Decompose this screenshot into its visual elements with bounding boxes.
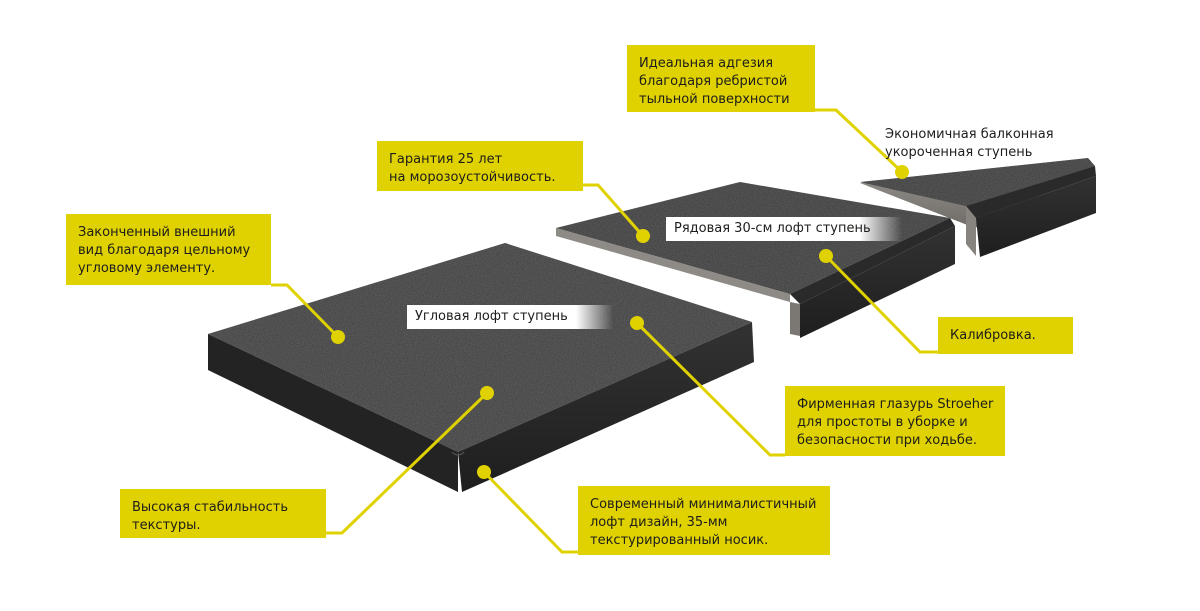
dot-frost	[636, 229, 650, 243]
callout-frost: Гарантия 25 лет на морозоустойчивость.	[377, 141, 583, 191]
callout-design: Современный минималистичный лофт дизайн,…	[578, 486, 830, 555]
dot-calibration	[819, 249, 833, 263]
label-corner-step: Угловая лофт ступень	[407, 305, 613, 329]
callout-glaze: Фирменная глазурь Stroeher для простоты …	[785, 386, 1005, 456]
leader-frost	[583, 183, 645, 237]
leader-design	[482, 470, 578, 554]
corner-step	[208, 243, 754, 492]
leader-calibration	[824, 254, 938, 354]
balcony-step	[860, 158, 1096, 257]
dot-corner-finish	[331, 330, 345, 344]
dot-design	[477, 465, 491, 479]
leader-glaze	[635, 321, 785, 457]
leader-adhesion	[815, 108, 904, 174]
leader-corner-finish	[271, 283, 340, 339]
dot-glaze	[630, 316, 644, 330]
label-balcony-line-1: Экономичная балконная	[885, 127, 1054, 142]
label-balcony-step: Экономичная балконная укороченная ступен…	[885, 126, 1054, 162]
callout-corner-finish: Законченный внешний вид благодаря цельно…	[66, 214, 271, 285]
dot-adhesion	[895, 165, 909, 179]
callout-texture: Высокая стабильность текстуры.	[120, 489, 326, 538]
label-row-step: Рядовая 30-см лофт ступень	[666, 217, 902, 241]
callout-adhesion: Идеальная адгезия благодаря ребристой ты…	[627, 45, 815, 112]
leader-texture	[326, 391, 489, 535]
marker-dots	[331, 165, 909, 479]
leader-lines	[271, 108, 938, 554]
dot-texture	[480, 386, 494, 400]
label-balcony-line-2: укороченная ступень	[885, 145, 1033, 160]
callout-calibration: Калибровка.	[938, 317, 1073, 354]
